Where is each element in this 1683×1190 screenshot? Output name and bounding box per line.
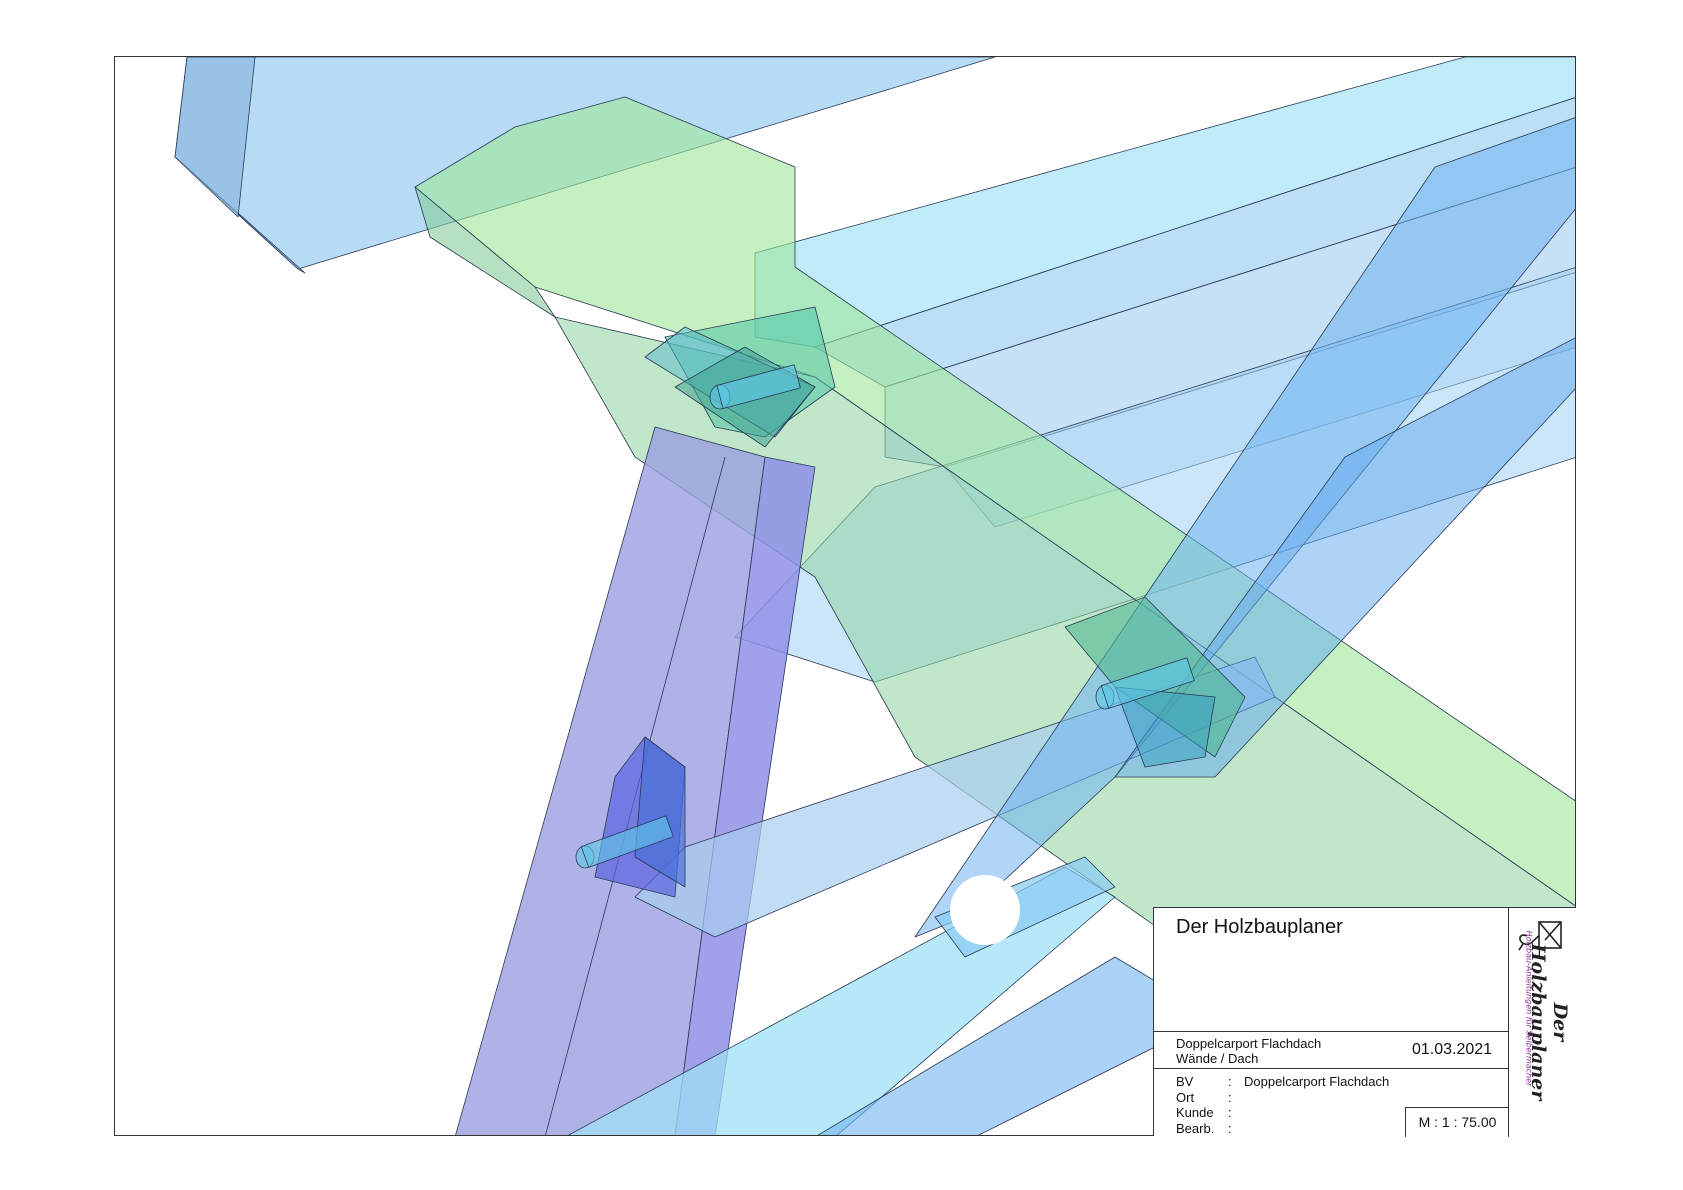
field-row: Kunde: <box>1176 1105 1232 1120</box>
field-row: Bearb.: <box>1176 1120 1232 1136</box>
field-label: Ort <box>1176 1089 1195 1105</box>
timber-joint-3d-drawing <box>174 57 1575 1135</box>
field-label: Kunde <box>1176 1105 1214 1120</box>
divider <box>1154 1031 1509 1032</box>
field-row: Ort: <box>1176 1089 1232 1105</box>
title-block-main: Der Holzbauplaner Doppelcarport Flachdac… <box>1154 908 1509 1137</box>
title-block: Der Holzbauplaner Doppelcarport Flachdac… <box>1153 907 1577 1137</box>
project-name: Doppelcarport Flachdach <box>1176 1036 1322 1051</box>
divider <box>1154 1068 1509 1069</box>
project-fields: BV:Doppelcarport Flachdach Ort: Kunde: B… <box>1176 1074 1389 1136</box>
logo-icon <box>1518 921 1562 951</box>
project-description: Doppelcarport Flachdach Wände / Dach <box>1176 1036 1321 1066</box>
logo: Der Holzbauplaner Holzbau-Anleitungen fü… <box>1509 908 1577 1137</box>
drawing-content: Wände / Dach <box>1176 1051 1259 1066</box>
post-purple <box>455 426 766 1135</box>
field-value: Doppelcarport Flachdach <box>1244 1074 1390 1089</box>
field-label: BV <box>1176 1074 1194 1089</box>
field-label: Bearb. <box>1176 1120 1215 1136</box>
drawing-date: 01.03.2021 <box>1412 1041 1493 1058</box>
logo-brand-text: Der Holzbauplaner <box>1527 943 1571 1101</box>
bolt-hole <box>950 875 1020 945</box>
field-row: BV:Doppelcarport Flachdach <box>1176 1074 1390 1089</box>
drawing-viewport <box>114 56 1576 1136</box>
scale-box: M : 1 : 75.00 <box>1405 1107 1509 1137</box>
company-name: Der Holzbauplaner <box>1176 916 1343 938</box>
logo-tagline: Holzbau-Anleitungen für Selbermacher <box>1524 930 1534 1087</box>
